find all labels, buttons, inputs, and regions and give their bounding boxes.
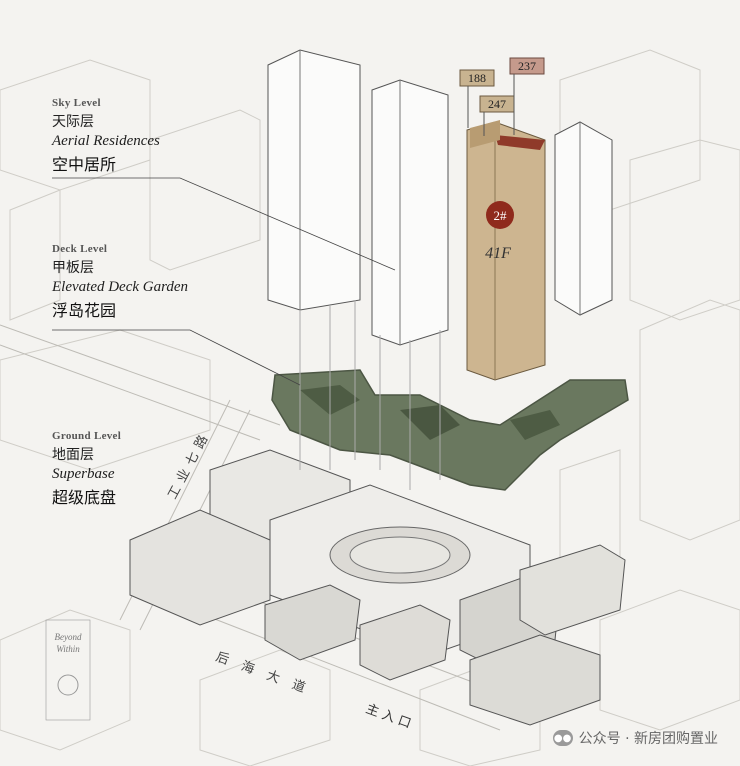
sky-level-label: Sky Level 天际层 Aerial Residences 空中居所 [52,97,160,174]
tower-2-floors: 41F [485,245,511,262]
watermark: ●● 公众号 · 新房团购置业 [552,728,718,748]
ground-level-label: Ground Level 地面层 Superbase 超级底盘 [52,430,122,507]
watermark-text: 公众号 · 新房团购置业 [578,731,718,747]
svg-text:247: 247 [488,97,506,111]
tower-2-badge: 2# 41F [485,201,514,262]
price-tag-188: 188 [459,69,495,128]
tower-2 [466,120,546,381]
price-tag-247: 247 [479,95,515,136]
deck-level-label: Deck Level 甲板层 Elevated Deck Garden 浮岛花园 [52,243,189,320]
main-entrance-label: 主入口 [364,702,417,734]
leader-lines [52,177,396,386]
svg-text:188: 188 [468,71,486,85]
road-label-gongye: 工业七路 [164,427,214,502]
svg-text:237: 237 [518,59,536,73]
wechat-icon: ●● [552,730,573,746]
svg-text:2#: 2# [494,208,508,223]
project-logo: Beyond Within [45,619,91,721]
deck-garden [271,369,629,491]
tower-right [554,121,613,316]
tower-middle [371,79,449,490]
ground-superbase [129,449,626,726]
svg-text:Within: Within [56,644,80,654]
svg-text:Beyond: Beyond [55,632,82,642]
price-tag-237: 237 [509,57,545,135]
